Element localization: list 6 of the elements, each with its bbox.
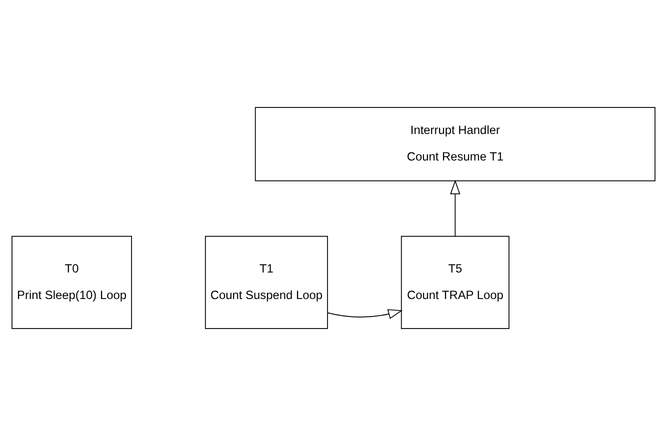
node-box: T1 Count Suspend Loop xyxy=(204,236,328,330)
node-box: Interrupt Handler Count Resume T1 xyxy=(254,106,656,182)
node-box: T0 Print Sleep(10) Loop xyxy=(12,236,132,330)
node-box: T5 Count TRAP Loop xyxy=(400,236,510,330)
arrow xyxy=(450,180,460,237)
arrow xyxy=(327,309,403,319)
